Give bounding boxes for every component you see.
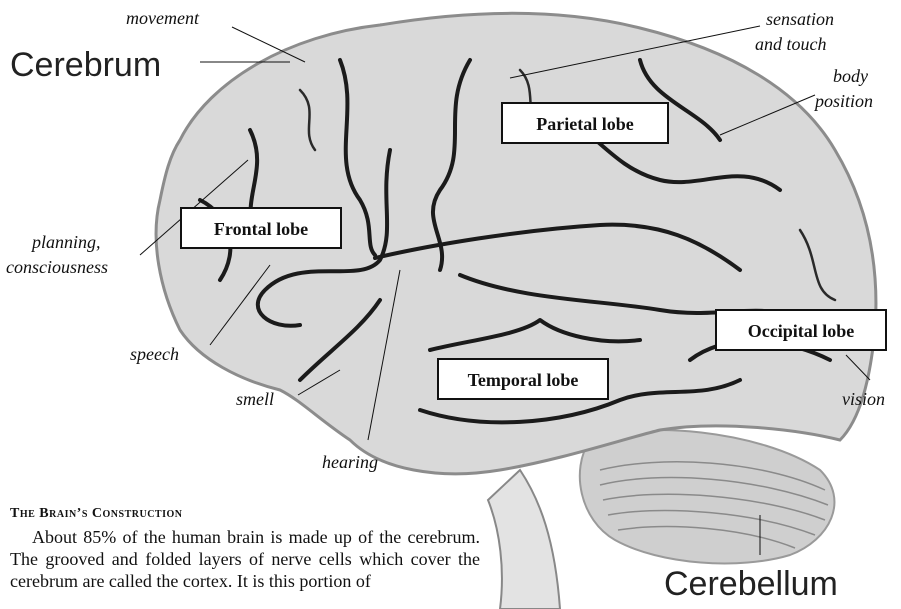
sensation-label-line2: and touch [755,34,827,54]
temporal-lobe-box: Temporal lobe [438,359,608,399]
cerebrum-label: Cerebrum [10,46,161,84]
body-position-label-line2: position [813,91,873,111]
sensation-label-line1: sensation [766,9,834,29]
occipital-lobe-label: Occipital lobe [748,321,855,341]
occipital-lobe-box: Occipital lobe [716,310,886,350]
article-text: The Brain’s Construction About 85% of th… [10,506,480,592]
frontal-lobe-label: Frontal lobe [214,219,308,239]
frontal-lobe-box: Frontal lobe [181,208,341,248]
temporal-lobe-label: Temporal lobe [468,370,579,390]
brain-stem [488,470,560,609]
article-body: About 85% of the human brain is made up … [10,526,480,592]
planning-label-line2: consciousness [6,257,108,277]
hearing-label: hearing [322,452,378,472]
body-position-label-line1: body [833,66,868,86]
vision-label: vision [842,389,885,409]
movement-label: movement [126,8,200,28]
article-heading: The Brain’s Construction [10,506,480,522]
smell-label: smell [236,389,274,409]
speech-label: speech [130,344,179,364]
cerebellum-label: Cerebellum [664,565,838,603]
parietal-lobe-label: Parietal lobe [536,114,633,134]
planning-label-line1: planning, [30,232,101,252]
parietal-lobe-box: Parietal lobe [502,103,668,143]
